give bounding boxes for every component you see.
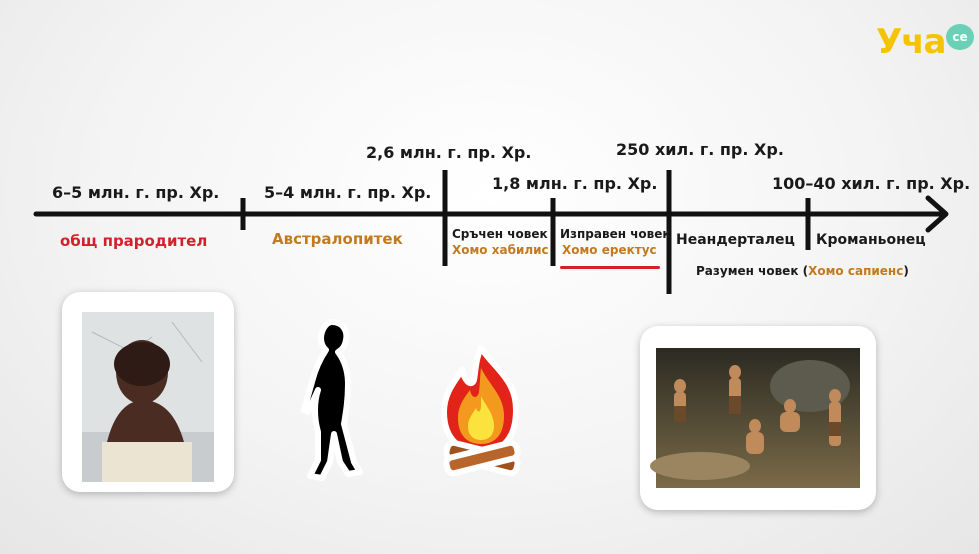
date-250-hil: 250 хил. г. пр. Хр. xyxy=(616,140,784,159)
wise-man-close: ) xyxy=(903,264,909,278)
wise-man-text: Разумен човек ( xyxy=(696,264,809,278)
logo: Уча xyxy=(876,22,946,62)
date-5-4-mln: 5–4 млн. г. пр. Хр. xyxy=(264,183,432,202)
label-australopithecus: Австралопитек xyxy=(272,230,403,248)
label-common-ancestor: общ прародител xyxy=(60,232,208,250)
logo-badge: се xyxy=(946,24,974,50)
ancestor-image-card xyxy=(62,292,234,492)
ancestor-bust-image xyxy=(82,312,214,482)
date-1-8-mln: 1,8 млн. г. пр. Хр. xyxy=(492,174,658,193)
date-2-6-mln: 2,6 млн. г. пр. Хр. xyxy=(366,143,532,162)
walking-hominid-silhouette-icon xyxy=(301,319,363,481)
label-wise-man: Разумен човек (Хомо сапиенс) xyxy=(696,264,909,278)
label-handy-man: Сръчен човек xyxy=(452,227,548,241)
timeline-arrowhead xyxy=(925,195,949,233)
date-100-40-hil: 100–40 хил. г. пр. Хр. xyxy=(772,174,971,193)
label-homo-erectus: Хомо еректус xyxy=(562,243,657,257)
label-cro-magnon: Кроманьонец xyxy=(816,232,926,248)
australopithecus-image xyxy=(288,312,378,490)
cave-people-scene-image xyxy=(650,348,860,488)
label-upright-man: Изправен човек xyxy=(560,227,671,241)
fire-image xyxy=(426,340,536,490)
cave-image-card xyxy=(640,326,876,510)
homo-erectus-underline xyxy=(560,266,660,269)
homo-sapiens-text: Хомо сапиенс xyxy=(808,264,904,278)
campfire-icon xyxy=(441,345,521,477)
label-homo-habilis: Хомо хабилис xyxy=(452,243,549,257)
label-neanderthal: Неандерталец xyxy=(676,232,795,248)
date-6-5-mln: 6–5 млн. г. пр. Хр. xyxy=(52,183,220,202)
